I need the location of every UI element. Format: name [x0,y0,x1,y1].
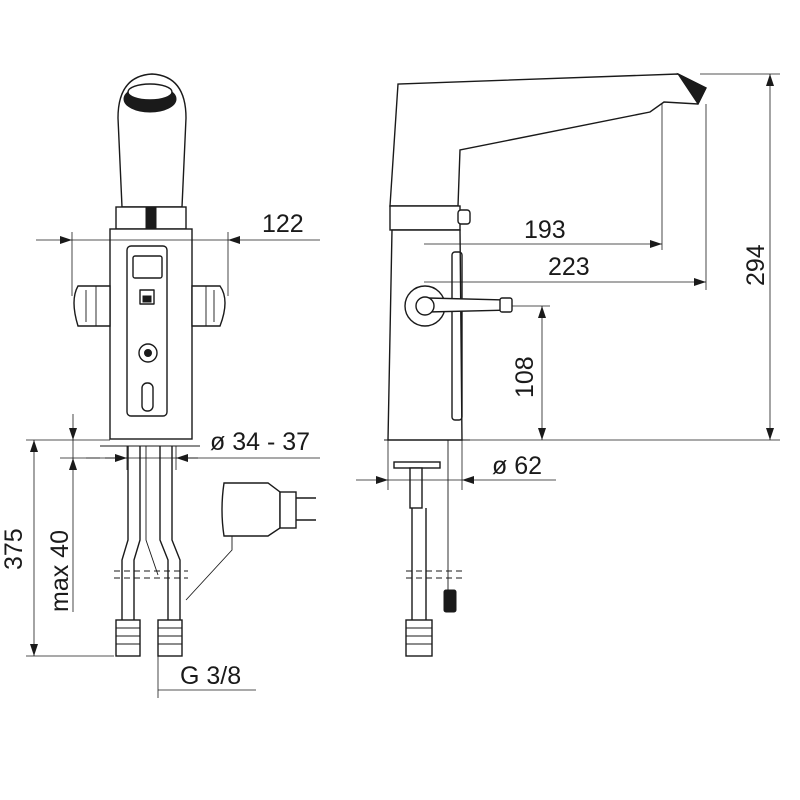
spout-outlet-rim [127,83,173,101]
hose-left-inner [133,446,141,620]
side-panel [451,251,463,421]
side-mount-plate [393,461,441,469]
side-spout [389,73,707,207]
slot-opening [141,382,154,412]
hose-right [159,446,169,620]
dim-193: 193 [524,216,566,244]
dim-base-diameter: ø 62 [492,452,542,480]
button-ring [138,343,158,363]
display-screen [132,255,163,279]
spout-tip [676,72,707,105]
button-center [144,349,152,357]
left-knob [73,285,111,327]
side-lever [404,285,513,327]
side-break-marks [406,570,462,579]
dim-108: 108 [511,356,539,398]
left-fitting [115,619,141,657]
side-collar [389,205,461,231]
sensor-mark [142,295,152,303]
control-panel [126,245,168,417]
sensor-window [139,289,155,305]
collar-slot [145,206,157,230]
hose-right-inner [171,446,181,620]
front-view [73,73,316,657]
collar-button [457,209,471,225]
dim-122: 122 [262,210,304,238]
side-fitting [405,619,433,657]
side-hose [411,508,427,620]
right-knob-grooves [205,286,215,326]
cable [145,446,159,576]
right-fitting [157,619,183,657]
side-view [384,72,707,657]
side-dimensions: 294 193 223 108 ø 62 [356,73,780,490]
dim-max-40: max 40 [46,530,74,612]
power-adapter [185,482,316,601]
dim-thread-size: G 3/8 [180,662,241,690]
side-mount-rod [409,467,423,509]
break-marks [114,570,188,579]
dim-294: 294 [742,244,770,286]
front-dimensions: 122 ø 34 - 37 375 max 40 G 3/8 [0,210,320,698]
dim-hole-diameter: ø 34 - 37 [210,428,310,456]
dim-223: 223 [548,253,590,281]
dim-375: 375 [0,528,28,570]
side-cable-plug [443,589,457,613]
side-body [387,229,463,441]
left-knob-grooves [85,286,97,326]
right-knob [191,285,226,327]
hose-left [121,446,129,620]
